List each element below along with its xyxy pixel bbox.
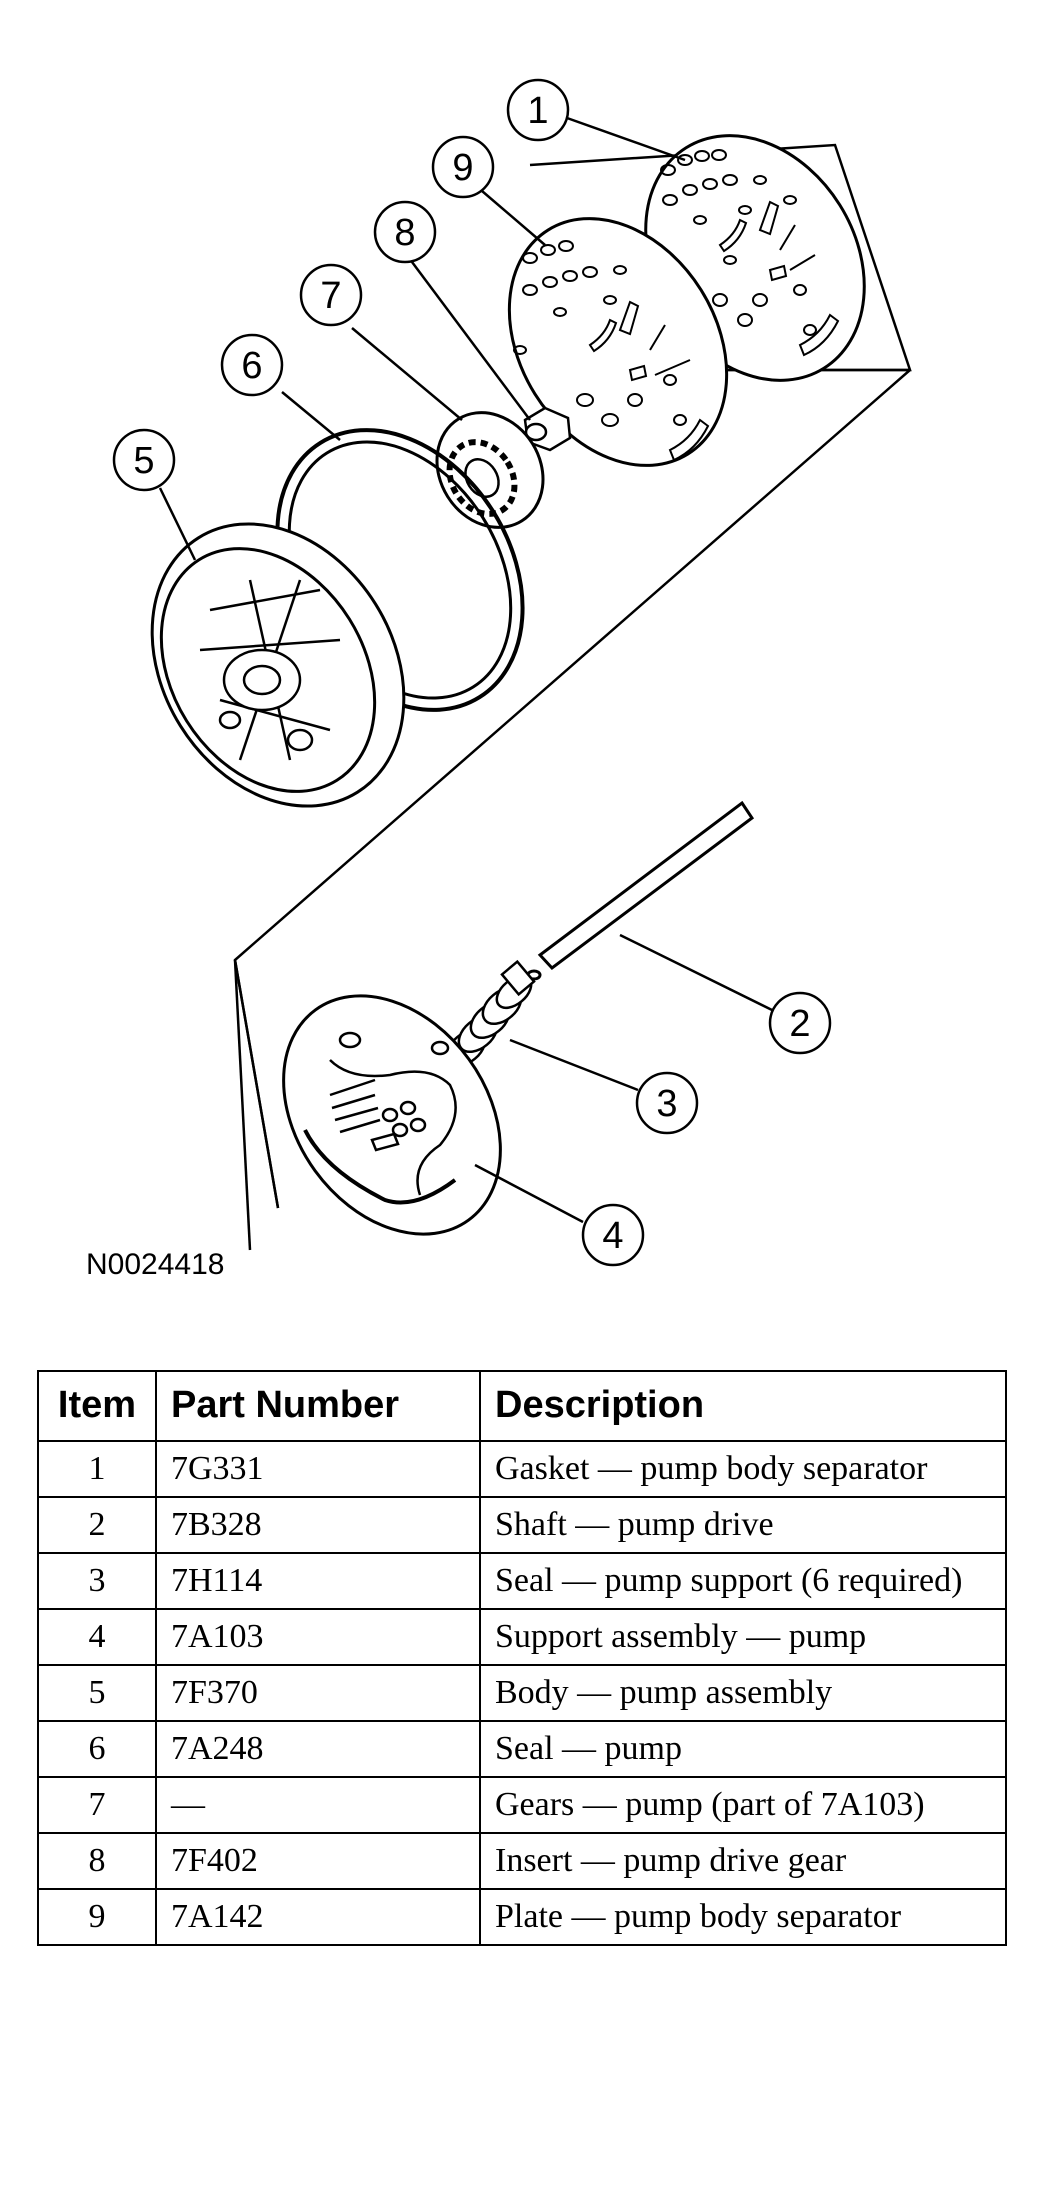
callout-number-6: 6: [241, 345, 262, 387]
pump-body-part: [150, 522, 406, 808]
table-row: 4 7A103 Support assembly — pump: [37, 1608, 1007, 1666]
pump-drive-shaft-part: [526, 800, 755, 981]
callout-number-7: 7: [320, 275, 341, 317]
part-number-cell: 7A248: [155, 1720, 481, 1778]
table-row: 8 7F402 Insert — pump drive gear: [37, 1832, 1007, 1890]
description-cell: Gasket — pump body separator: [479, 1440, 1007, 1498]
part-number-cell: 7A142: [155, 1888, 481, 1946]
part-number-cell: —: [155, 1776, 481, 1834]
separator-plate-part: [507, 217, 729, 467]
callout-circle-1: [506, 78, 570, 142]
part-number-cell: 7F402: [155, 1832, 481, 1890]
description-cell: Shaft — pump drive: [479, 1496, 1007, 1554]
part-number-cell: 7B328: [155, 1496, 481, 1554]
callout-number-1: 1: [527, 90, 548, 132]
table-row: 7 — Gears — pump (part of 7A103): [37, 1776, 1007, 1834]
description-cell: Body — pump assembly: [479, 1664, 1007, 1722]
figure-id: N0024418: [86, 1248, 225, 1281]
table-row: 3 7H114 Seal — pump support (6 required): [37, 1552, 1007, 1610]
table-row: 6 7A248 Seal — pump: [37, 1720, 1007, 1778]
callout-number-8: 8: [394, 212, 415, 254]
table-row: 1 7G331 Gasket — pump body separator: [37, 1440, 1007, 1498]
description-cell: Seal — pump: [479, 1720, 1007, 1778]
callout-number-3: 3: [656, 1083, 677, 1125]
exploded-view-diagram: 1 2 3 4 5 6 7 8 9: [112, 78, 912, 1267]
header-part-number: Part Number: [155, 1370, 481, 1442]
callout-circle-9: [431, 135, 495, 199]
callout-numbers: 1 2 3 4 5 6 7 8 9: [133, 90, 810, 1257]
callout-number-2: 2: [789, 1003, 810, 1045]
callout-circle-7: [299, 263, 363, 327]
drive-gear-insert-part: [523, 406, 572, 452]
callout-circle-6: [220, 333, 284, 397]
parts-table: Item Part Number Description 1 7G331 Gas…: [37, 1370, 1007, 1946]
item-cell: 8: [37, 1832, 157, 1890]
callout-circle-3: [635, 1071, 699, 1135]
item-cell: 5: [37, 1664, 157, 1722]
part-number-cell: 7F370: [155, 1664, 481, 1722]
part-number-cell: 7G331: [155, 1440, 481, 1498]
item-cell: 7: [37, 1776, 157, 1834]
description-cell: Support assembly — pump: [479, 1608, 1007, 1666]
item-cell: 4: [37, 1608, 157, 1666]
description-cell: Plate — pump body separator: [479, 1888, 1007, 1946]
callout-number-9: 9: [452, 147, 473, 189]
item-cell: 3: [37, 1552, 157, 1610]
leader-lines: [158, 116, 773, 1224]
callout-number-5: 5: [133, 440, 154, 482]
header-description: Description: [479, 1370, 1007, 1442]
item-cell: 9: [37, 1888, 157, 1946]
callout-circle-2: [768, 991, 832, 1055]
callout-circles: [112, 78, 832, 1267]
callout-circle-8: [373, 200, 437, 264]
pump-support-assembly-part: [282, 994, 502, 1236]
item-cell: 6: [37, 1720, 157, 1778]
table-row: 2 7B328 Shaft — pump drive: [37, 1496, 1007, 1554]
part-number-cell: 7H114: [155, 1552, 481, 1610]
description-cell: Insert — pump drive gear: [479, 1832, 1007, 1890]
item-cell: 1: [37, 1440, 157, 1498]
part-number-cell: 7A103: [155, 1608, 481, 1666]
callout-number-4: 4: [602, 1215, 623, 1257]
callout-circle-5: [112, 428, 176, 492]
callout-circle-4: [581, 1203, 645, 1267]
table-row: 9 7A142 Plate — pump body separator: [37, 1888, 1007, 1946]
item-cell: 2: [37, 1496, 157, 1554]
table-header-row: Item Part Number Description: [37, 1370, 1007, 1442]
header-item: Item: [37, 1370, 157, 1442]
description-cell: Seal — pump support (6 required): [479, 1552, 1007, 1610]
table-row: 5 7F370 Body — pump assembly: [37, 1664, 1007, 1722]
description-cell: Gears — pump (part of 7A103): [479, 1776, 1007, 1834]
